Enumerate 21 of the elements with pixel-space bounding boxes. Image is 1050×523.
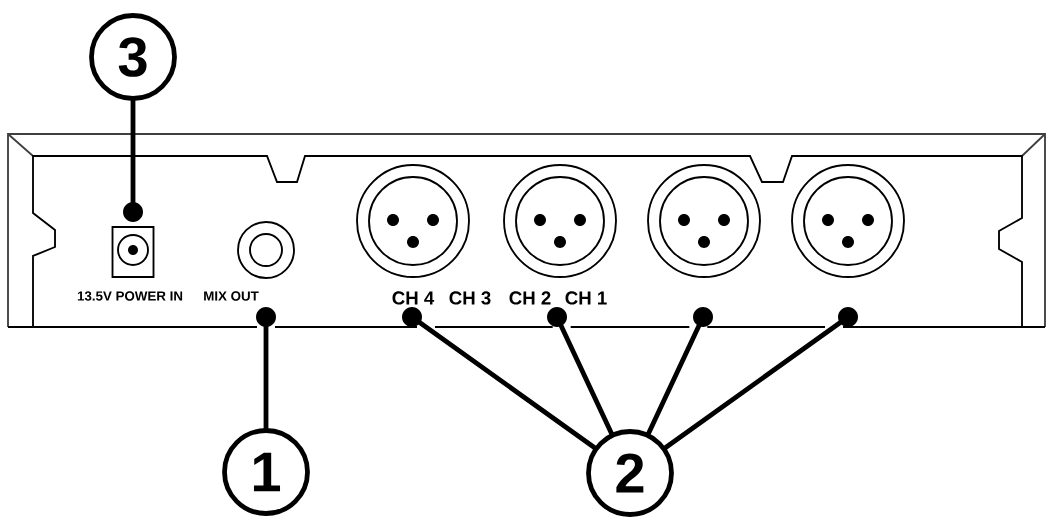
leader-line [663,307,858,450]
channel-label: CH 1 [565,291,607,305]
channel-label: CH 2 [509,291,551,305]
xlr-jack [791,164,905,278]
leader-line [646,307,713,436]
audio-jack [237,221,295,279]
callout-number: 3 [89,13,177,101]
port-label: MIX OUT [204,291,259,301]
leader-line [547,307,614,436]
channel-label: CH 4 [392,291,435,305]
xlr-jack [503,164,617,278]
xlr-jack [356,164,470,278]
power-jack [111,226,155,278]
leader-line [123,98,143,222]
leader-line [402,307,597,450]
channel-label: CH 3 [449,291,491,305]
xlr-jack [647,164,761,278]
callout-number: 2 [586,429,674,517]
leader-line [256,307,276,431]
callout-number: 1 [222,428,310,516]
port-label: 13.5V POWER IN [77,291,183,301]
